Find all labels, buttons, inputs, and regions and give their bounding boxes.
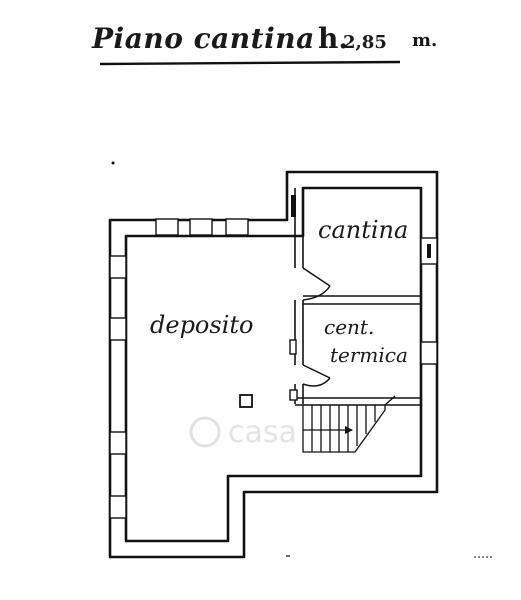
room-label-centrale-line2: termica [330, 343, 408, 367]
staircase [302, 395, 396, 453]
door-centrale-leaf [302, 364, 331, 379]
door-cantina-arc [302, 285, 331, 301]
title-main: Piano cantina [91, 22, 315, 55]
title-unit: m. [412, 30, 437, 51]
room-labels: deposito cantina cent. termica [150, 216, 408, 367]
title-underline [99, 60, 401, 66]
pillar-symbol [239, 394, 253, 408]
square-pillar-icon [239, 394, 253, 408]
interior-partitions [289, 188, 421, 406]
window-left-2 [109, 317, 127, 341]
title-height-value: 2,85 [343, 32, 387, 53]
stair-handrail [384, 395, 396, 406]
stair-direction-arrow-icon [345, 426, 353, 434]
room-label-centrale-line1: cent. [324, 315, 374, 339]
room-label-deposito: deposito [150, 311, 253, 339]
window-left-4 [109, 495, 127, 519]
doors [302, 267, 331, 387]
title-height-prefix: h. [318, 22, 348, 55]
window-left-1 [109, 255, 127, 279]
pillar-top [291, 195, 296, 217]
watermark-text: casa [228, 415, 297, 450]
stair-outline [302, 405, 386, 453]
window-right-2 [420, 341, 438, 365]
window-top-2 [189, 218, 213, 236]
window-right-1-frame [427, 244, 431, 258]
windows [109, 218, 438, 519]
plan-title: Piano cantina h. 2,85 m. [91, 22, 437, 66]
window-top-1 [155, 218, 179, 236]
outer-wall-line [108, 170, 439, 559]
jamb-low [289, 389, 298, 401]
window-left-3 [109, 431, 127, 455]
room-label-cantina: cantina [318, 216, 408, 244]
watermark-logo: casa [189, 415, 297, 450]
watermark-circle-icon [189, 416, 221, 448]
jamb-mid [289, 339, 297, 355]
door-centrale-arc [302, 377, 331, 387]
door-cantina-leaf [302, 267, 331, 287]
ink-dot [111, 161, 115, 165]
window-top-3 [225, 218, 249, 236]
